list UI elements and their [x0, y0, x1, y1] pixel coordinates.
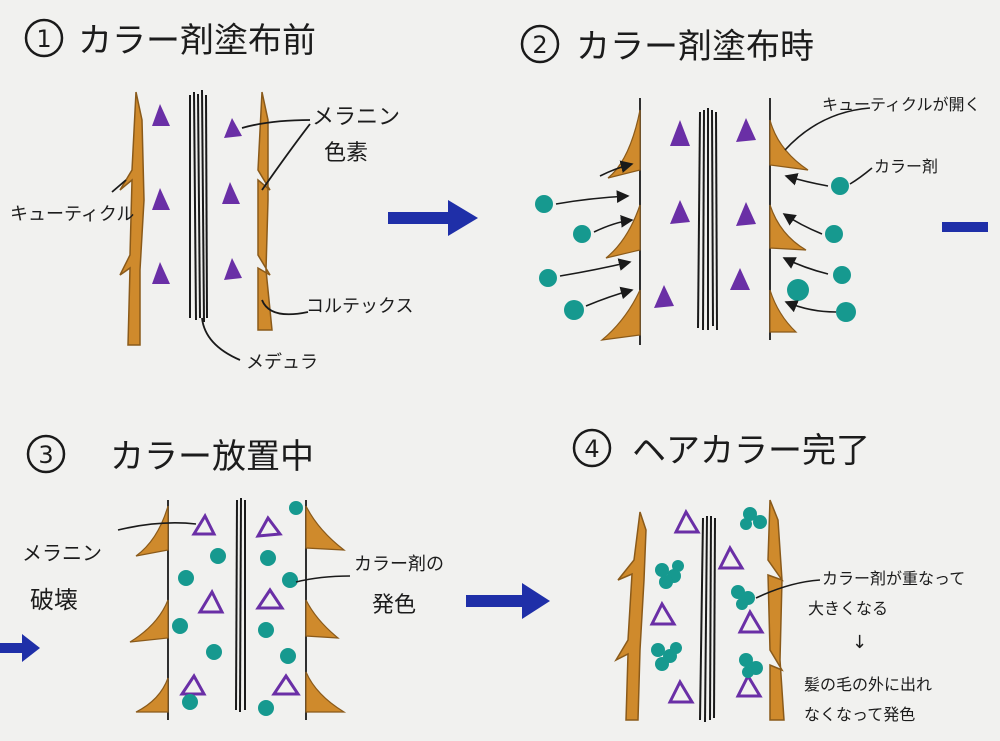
cuticle-right-4 — [767, 499, 785, 721]
svg-text:3: 3 — [38, 441, 53, 469]
svg-text:2: 2 — [532, 31, 547, 59]
melanin-destroyed-label-1: メラニン — [22, 541, 102, 565]
arrow-3-to-4 — [466, 583, 550, 619]
svg-text:ヘアカラー完了: ヘアカラー完了 — [632, 431, 870, 471]
medulla-2 — [697, 108, 718, 331]
melanin-destroyed-4 — [649, 508, 765, 704]
dye-clusters-4 — [651, 507, 767, 678]
panel-4-title: 4 ヘアカラー完了 — [572, 428, 870, 471]
overlap-label-2: 大きくなる — [808, 599, 888, 618]
color-dev-label-1: カラー剤の — [354, 554, 444, 575]
svg-text:カラー剤塗布前: カラー剤塗布前 — [78, 21, 316, 61]
melanin-particles-2 — [654, 118, 756, 308]
svg-text:1: 1 — [36, 25, 51, 53]
arrow-1-to-2 — [388, 200, 478, 236]
panel-2-title: 2 カラー剤塗布時 — [520, 24, 814, 67]
cuticle-left — [119, 91, 145, 346]
overlap-label-1: カラー剤が重なって — [822, 569, 965, 588]
panel-3: 3 カラー放置中 — [0, 434, 444, 720]
melanin-destroyed-label-2: 破壊 — [30, 586, 78, 614]
svg-text:4: 4 — [584, 435, 599, 463]
cuticle-flaps-right — [769, 119, 809, 333]
medulla — [189, 89, 208, 323]
svg-text:カラー剤塗布時: カラー剤塗布時 — [576, 27, 814, 67]
cuticle-label: キューティクル — [10, 204, 134, 225]
medulla-3 — [235, 497, 246, 713]
melanin-label-2: 色素 — [324, 141, 368, 166]
cuticle-flaps-left-3 — [129, 505, 169, 713]
cuticle-opens-label: キューティクルが開く — [822, 95, 981, 114]
melanin-destroyed — [179, 512, 301, 696]
arrow-continuation — [942, 222, 988, 232]
result-label-1: 髪の毛の外に出れ — [804, 675, 932, 694]
cortex-label: コルテックス — [306, 296, 413, 317]
panel-1-title: 1 カラー剤塗布前 — [24, 18, 316, 61]
cuticle-left-4 — [614, 511, 647, 721]
medulla-label: メデュラ — [246, 352, 318, 373]
result-label-2: なくなって発色 — [804, 705, 915, 724]
melanin-label-1: メラニン — [312, 105, 400, 130]
cuticle-flaps-left — [600, 109, 641, 341]
arrow-incoming — [0, 634, 40, 662]
color-agent-label: カラー剤 — [874, 157, 938, 176]
melanin-particles — [152, 104, 242, 284]
color-dev-label-2: 発色 — [372, 593, 416, 618]
cuticle-flaps-right-3 — [305, 505, 347, 713]
panel-1: 1 カラー剤塗布前 — [10, 18, 413, 373]
cuticle-right — [257, 91, 273, 331]
panel-2: 2 カラー剤塗布時 — [520, 24, 981, 345]
dye-particles-right — [787, 177, 856, 322]
svg-text:カラー放置中: カラー放置中 — [110, 437, 314, 477]
panel-3-title: 3 カラー放置中 — [26, 434, 314, 477]
dye-particles-3 — [172, 501, 303, 716]
dye-particles-left — [535, 195, 591, 320]
medulla-4 — [699, 515, 716, 723]
down-arrow: ↓ — [852, 632, 867, 653]
panel-4: 4 ヘアカラー完了 カラー剤が重なって 大きくなる ↓ — [572, 428, 965, 724]
